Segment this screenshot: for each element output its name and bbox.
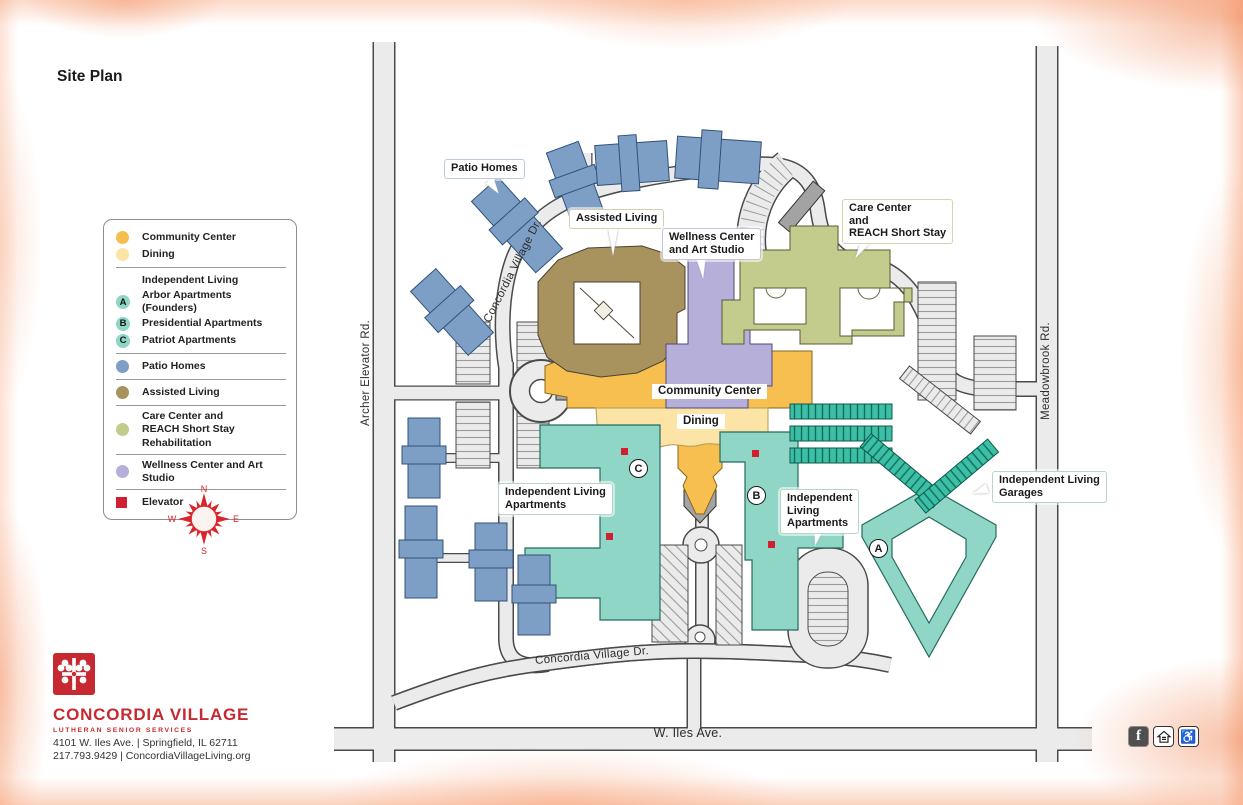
road-label-w-iles: W. Iles Ave.: [653, 726, 723, 740]
wellness-swatch: [116, 465, 129, 479]
brand-subtitle: LUTHERAN SENIOR SERVICES: [53, 727, 193, 734]
legend-divider: [116, 353, 286, 355]
legend-divider: [116, 453, 286, 455]
care-center-swatch: [116, 423, 129, 437]
callout-independent-living-apartments-right: Independent Living Apartments: [780, 489, 860, 534]
brand-block: CONCORDIA VILLAGE LUTHERAN SENIOR SERVIC…: [53, 653, 251, 763]
compass-n: N: [201, 484, 208, 494]
legend-item-community-center: Community Center: [104, 229, 296, 246]
legend-item-patriot: C Patriot Apartments: [104, 332, 296, 349]
brand-logo: [53, 653, 95, 695]
legend-item-assisted-living: Assisted Living: [104, 384, 296, 401]
callout-independent-living-apartments-left: Independent Living Apartments: [498, 483, 613, 516]
social-icons: f ♿: [1128, 726, 1199, 747]
address-line: 4101 W. Iles Ave. | Springfield, IL 6271…: [53, 737, 238, 749]
elevator-swatch: [116, 496, 127, 508]
compass-e: E: [233, 514, 239, 524]
equal-housing-icon: [1153, 726, 1174, 747]
community-center-swatch: [116, 231, 129, 244]
brand-name: CONCORDIA VILLAGE: [53, 705, 250, 724]
legend-divider: [116, 267, 286, 268]
legend: Community Center Dining Independent Livi…: [103, 219, 297, 520]
compass-rose: N E S W: [168, 484, 239, 556]
compass-w: W: [168, 514, 177, 524]
badge-a: A: [116, 295, 130, 310]
dining-swatch: [116, 248, 129, 261]
callout-care-center: Care Center and REACH Short Stay: [842, 199, 954, 244]
label-dining: Dining: [677, 414, 725, 429]
badge-c: C: [116, 333, 130, 348]
marker-building-c: C: [629, 459, 648, 478]
road-label-archer: Archer Elevator Rd.: [360, 319, 372, 427]
label-community-center: Community Center: [652, 384, 767, 399]
legend-item-patio-homes: Patio Homes: [104, 358, 296, 375]
facebook-icon[interactable]: f: [1128, 726, 1149, 747]
callout-wellness-center: Wellness Center and Art Studio: [662, 228, 762, 261]
contact-line: 217.793.9429 | ConcordiaVillageLiving.or…: [53, 750, 251, 763]
legend-divider: [116, 379, 286, 381]
compass-s: S: [201, 546, 207, 556]
legend-item-independent-living: Independent Living: [142, 273, 239, 286]
legend-divider: [116, 405, 286, 407]
road-label-meadowbrook: Meadowbrook Rd.: [1040, 322, 1052, 420]
page-title: Site Plan: [57, 68, 123, 85]
marker-building-a: A: [869, 539, 888, 558]
buildings-independent-living: [524, 424, 997, 659]
legend-item-dining: Dining: [104, 246, 296, 263]
callout-pointer: [608, 228, 618, 256]
patio-homes-swatch: [116, 360, 129, 374]
callout-independent-living-garages: Independent Living Garages: [992, 471, 1107, 504]
callout-patio-homes: Patio Homes: [444, 159, 525, 179]
accessibility-icon: ♿: [1178, 726, 1199, 747]
callout-assisted-living: Assisted Living: [569, 209, 665, 229]
badge-b: B: [116, 316, 130, 331]
legend-item-presidential: B Presidential Apartments: [104, 315, 296, 332]
legend-item-arbor: A Arbor Apartments (Founders): [104, 289, 296, 315]
assisted-living-swatch: [116, 386, 129, 400]
marker-building-b: B: [747, 486, 766, 505]
building-assisted-living: [537, 245, 686, 378]
